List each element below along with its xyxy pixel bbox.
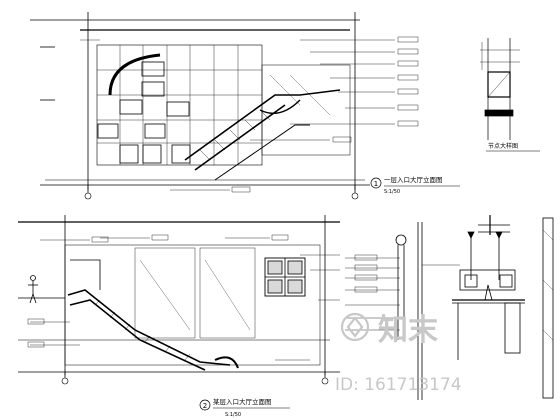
elevation-1-scale: S:1/50 — [384, 189, 400, 195]
elevation-2-index: 2 — [203, 402, 207, 410]
elevation-1-title-block: 1 一层入口大厅立面图 S:1/50 — [370, 175, 460, 195]
watermark-logo-icon — [340, 312, 370, 342]
elevation-2-drawing — [18, 215, 340, 385]
annotation-labels-bottom — [27, 234, 378, 348]
watermark-id: ID: 161713174 — [335, 375, 462, 395]
detail-title: 节点大样图 — [488, 142, 518, 150]
elevation-1-drawing — [30, 12, 395, 200]
watermark: 知末 ID: 161713174 — [335, 312, 462, 395]
elevation-1-index-circle — [370, 177, 382, 189]
elevation-2-title-block: 2 某层入口大厅立面图 S:1/50 — [199, 397, 290, 418]
elevation-2-index-circle — [199, 399, 211, 411]
elevation-1-title: 一层入口大厅立面图 — [384, 175, 443, 184]
section-detail-drawing — [345, 215, 554, 400]
detail-drawing — [480, 38, 520, 140]
elevation-2-title: 某层入口大厅立面图 — [213, 397, 272, 406]
annotation-labels-top — [231, 36, 419, 193]
elevation-2-scale: S:1/50 — [225, 412, 241, 418]
elevation-1-index: 1 — [374, 180, 378, 188]
watermark-logo-text: 知末 — [378, 313, 438, 348]
